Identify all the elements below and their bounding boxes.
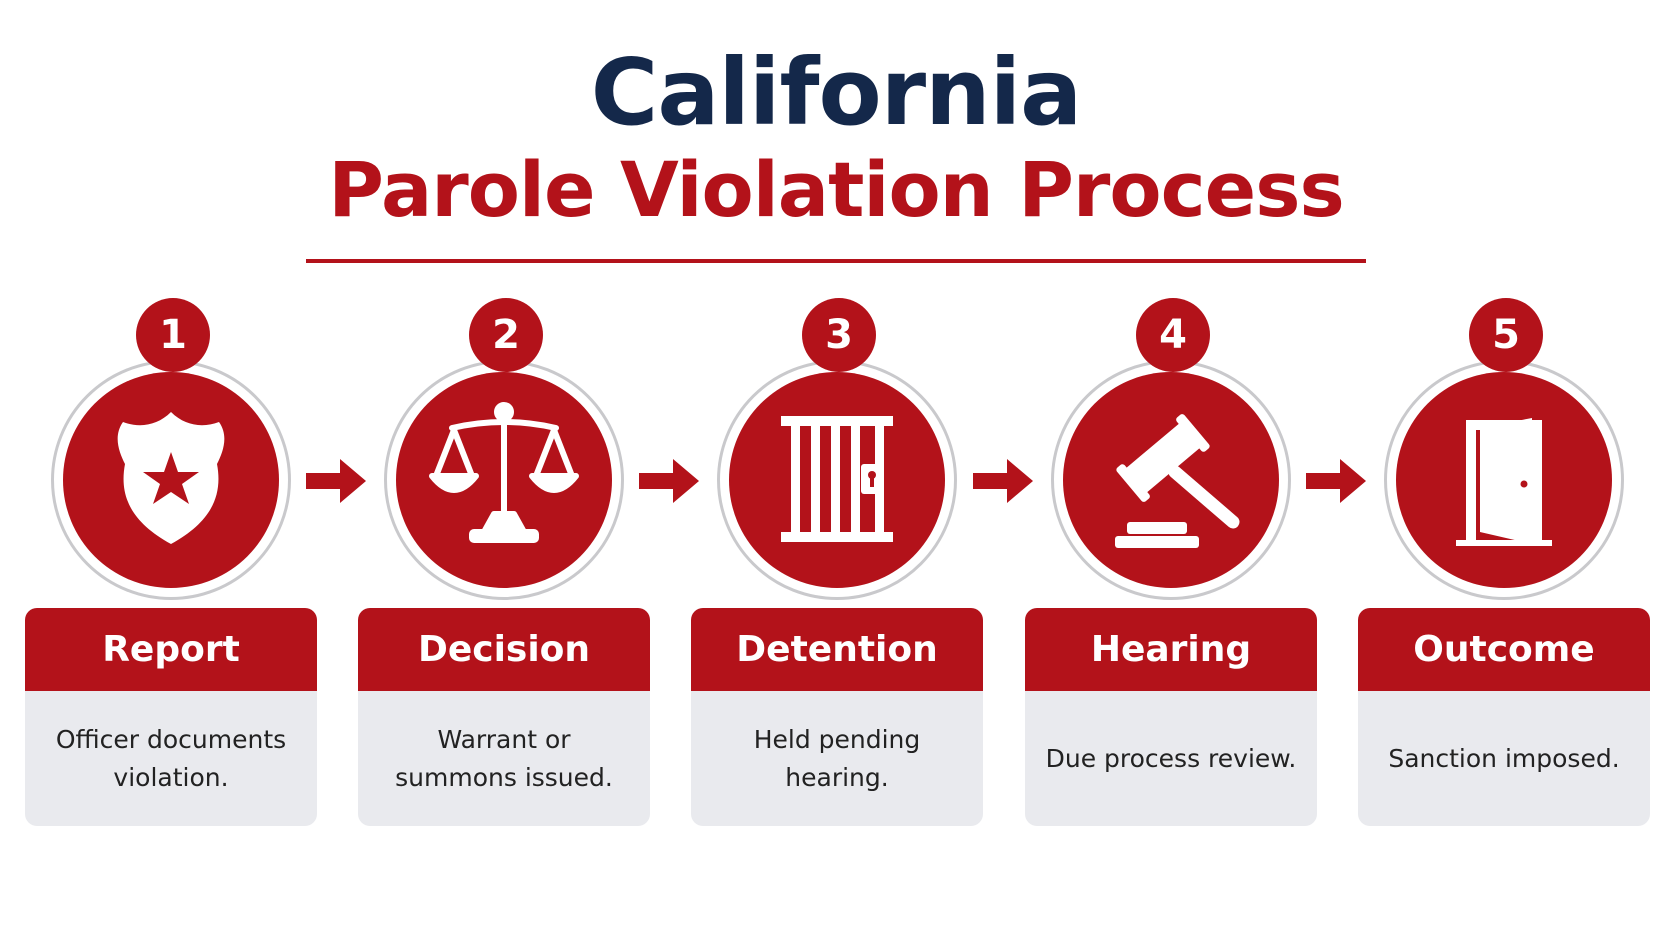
step-number-badge: 4 [1136,298,1210,372]
gavel-icon [1063,372,1279,588]
step-label: Report [25,608,317,691]
step-description: Due process review. [1025,691,1317,826]
step-number-badge: 5 [1469,298,1543,372]
scales-of-justice-icon [396,372,612,588]
step-description-text: Held pending hearing. [753,724,921,792]
step-description: Warrant or summons issued. [358,691,650,826]
step-decision: 2 Decision Warrant or summons issued. [358,0,650,941]
step-description-text: Officer documents violation. [55,724,287,792]
step-description-text: Sanction imposed. [1388,743,1620,773]
step-label: Hearing [1025,608,1317,691]
step-description: Held pending hearing. [691,691,983,826]
icon-disk [1063,372,1279,588]
jail-cell-icon [729,372,945,588]
title-divider [306,259,1366,263]
page-title-process: Parole Violation Process [328,145,1344,234]
step-description: Sanction imposed. [1358,691,1650,826]
step-description-text: Due process review. [1045,743,1297,773]
page-title-california: California [590,39,1082,146]
step-detention: 3 Detention Held pending hearing. [691,0,983,941]
step-number-badge: 1 [136,298,210,372]
step-label: Outcome [1358,608,1650,691]
step-description: Officer documents violation. [25,691,317,826]
step-report: 1 Report Officer documents violation. [25,0,317,941]
step-hearing: 4 Hearing Due process review. [1025,0,1317,941]
open-door-icon [1396,372,1612,588]
step-number-badge: 2 [469,298,543,372]
police-badge-icon [63,372,279,588]
step-outcome: 5 Outcome Sanction imposed. [1358,0,1650,941]
step-description-text: Warrant or summons issued. [395,724,613,792]
arrow-right-icon [973,456,1035,506]
step-label: Detention [691,608,983,691]
arrow-right-icon [1306,456,1368,506]
step-label: Decision [358,608,650,691]
arrow-right-icon [306,456,368,506]
step-number-badge: 3 [802,298,876,372]
arrow-right-icon [639,456,701,506]
